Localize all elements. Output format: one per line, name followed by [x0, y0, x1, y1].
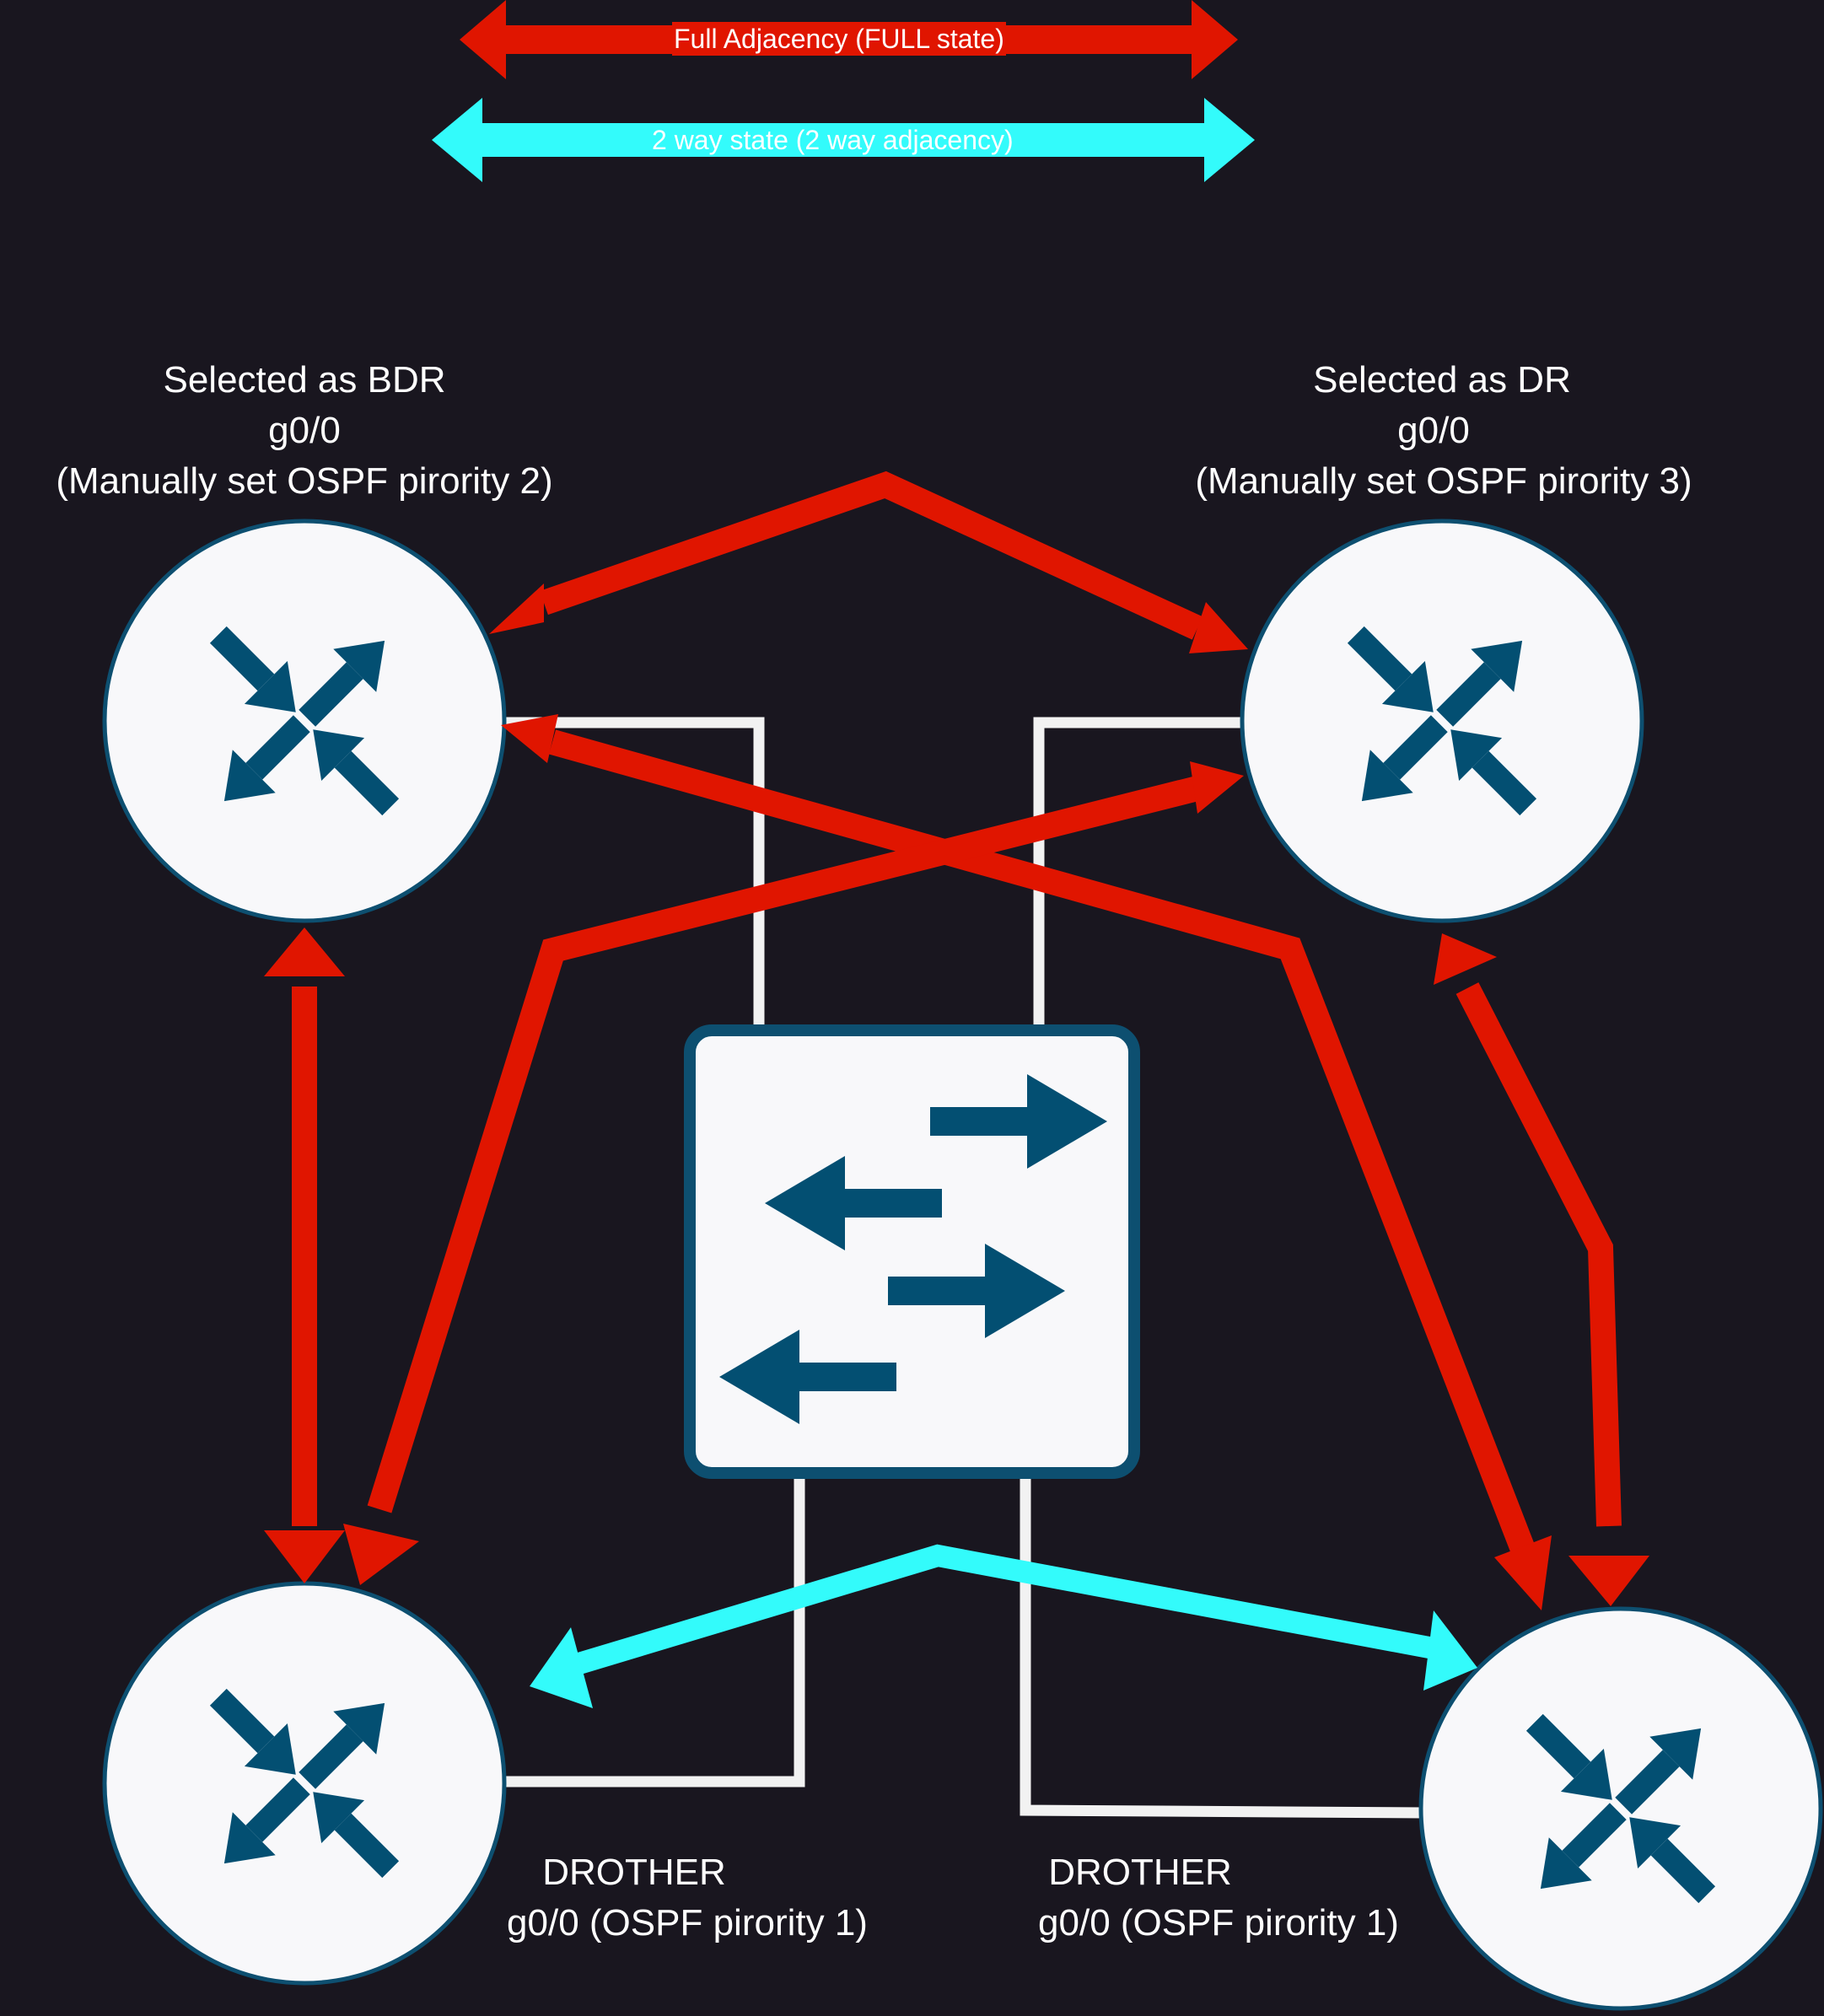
- bdr-priority: (Manually set OSPF pirority 2): [56, 460, 553, 502]
- router-drother-left[interactable]: [102, 1581, 507, 1986]
- drother-right-role: DROTHER: [1048, 1852, 1232, 1893]
- full-adjacency-arrows: [264, 470, 1649, 1610]
- adj-bdr-drother-right: [548, 729, 1534, 1552]
- dr-priority: (Manually set OSPF pirority 3): [1195, 460, 1692, 502]
- drother-right-priority: g0/0 (OSPF pirority 1): [1038, 1902, 1399, 1943]
- dr-interface: g0/0: [1397, 410, 1470, 451]
- link-drother-right-switch: [1020, 1476, 1426, 1819]
- bdr-interface: g0/0: [268, 410, 341, 451]
- router-dr[interactable]: [1240, 519, 1644, 923]
- legend-twoway-label: 2 way state (2 way adjacency): [650, 123, 1015, 157]
- drother-left-role: DROTHER: [542, 1852, 726, 1893]
- legend-full-label: Full Adjacency (FULL state): [672, 22, 1006, 56]
- router-drother-right[interactable]: [1418, 1606, 1823, 2011]
- link-dr-switch: [1033, 717, 1244, 1024]
- link-bdr-switch: [506, 717, 765, 1024]
- switch-icon[interactable]: [684, 1024, 1140, 1479]
- router-bdr[interactable]: [102, 519, 507, 923]
- adj-bdr-dr: [540, 470, 1203, 640]
- bdr-role: Selected as BDR: [163, 359, 446, 401]
- two-way-arrow: [530, 1544, 1477, 1708]
- link-drother-left-switch: [506, 1476, 805, 1788]
- dr-role: Selected as DR: [1313, 359, 1571, 401]
- adj-dr-drother-right: [1455, 982, 1622, 1527]
- drother-left-priority: g0/0 (OSPF pirority 1): [507, 1902, 868, 1943]
- adj-dr-drother-left: [367, 776, 1201, 1513]
- physical-links: [506, 717, 1426, 1819]
